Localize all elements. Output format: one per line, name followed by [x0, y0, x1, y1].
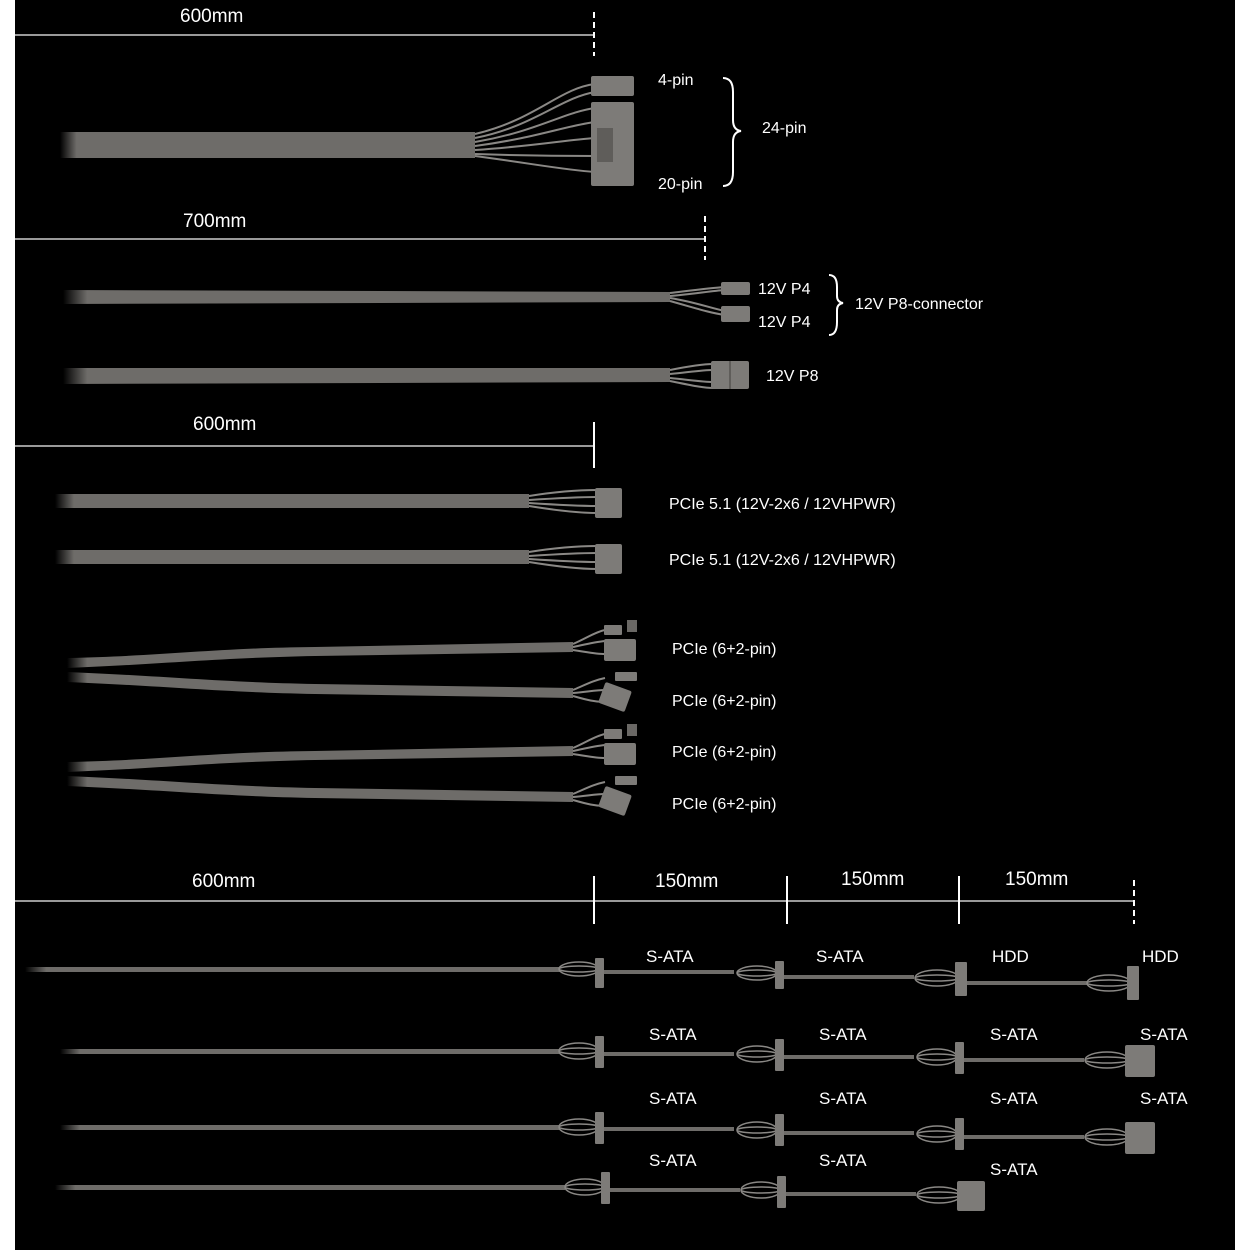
label-pcie51-2: PCIe 5.1 (12V-2x6 / 12VHPWR)	[669, 552, 896, 569]
sata-connector-r3-1	[595, 1112, 604, 1144]
pcie62-section: PCIe (6+2-pin) PCIe (6+2-pin) PCIe (6+2-…	[67, 620, 777, 816]
label-r4-1: S-ATA	[649, 1151, 697, 1170]
dimension-label-pcie: 600mm	[193, 414, 256, 435]
label-r1-2: S-ATA	[816, 947, 864, 966]
label-r4-3: S-ATA	[990, 1160, 1038, 1179]
cable-peripheral-row-1	[25, 958, 1139, 1000]
dimension-line-pcie: 600mm	[15, 414, 595, 468]
cable-eps-p8	[63, 361, 749, 389]
label-p8-connector: 12V P8-connector	[855, 296, 984, 313]
dimension-label-peripheral-seg2: 150mm	[841, 869, 904, 890]
label-pcie62-2: PCIe (6+2-pin)	[672, 693, 777, 710]
label-20pin: 20-pin	[658, 176, 702, 193]
sata-connector-r4-3	[957, 1181, 985, 1211]
dimension-label-atx: 600mm	[180, 6, 243, 27]
brace-24pin	[722, 77, 742, 187]
label-r2-4: S-ATA	[1140, 1025, 1188, 1044]
label-pcie62-4: PCIe (6+2-pin)	[672, 796, 777, 813]
pcie51-connector-2	[595, 544, 622, 574]
cable-peripheral-row-2	[60, 1036, 1155, 1077]
sata-connector-r3-3	[955, 1118, 964, 1150]
cable-atx	[60, 76, 634, 186]
pcie62-plug-2a	[615, 672, 637, 681]
dimension-line-eps: 700mm	[15, 211, 706, 260]
pcie62-connector-3	[604, 743, 636, 765]
label-p4-b: 12V P4	[758, 314, 811, 331]
cable-peripheral-row-3	[60, 1112, 1155, 1154]
atx-4pin-connector	[591, 76, 634, 96]
label-r2-2: S-ATA	[819, 1025, 867, 1044]
cable-eps-split	[63, 282, 750, 322]
pcie62-connector-4	[598, 786, 632, 816]
atx-section: 600mm 4-pin 20-pin 24-pin	[15, 6, 806, 193]
sata-connector-r4-2	[777, 1176, 786, 1208]
brace-p8	[828, 274, 844, 336]
cable-pcie62-pair-2	[67, 724, 637, 816]
label-r4-2: S-ATA	[819, 1151, 867, 1170]
sata-connector-r3-2	[775, 1114, 784, 1146]
label-r3-1: S-ATA	[649, 1089, 697, 1108]
label-pcie62-1: PCIe (6+2-pin)	[672, 641, 777, 658]
label-r2-1: S-ATA	[649, 1025, 697, 1044]
sata-connector-r1-2	[775, 961, 784, 989]
sata-connector-r2-4	[1125, 1045, 1155, 1077]
sata-connector-r2-2	[775, 1039, 784, 1071]
dimension-label-peripheral-seg1: 150mm	[655, 871, 718, 892]
label-r2-3: S-ATA	[990, 1025, 1038, 1044]
cable-pcie62-pair-1	[67, 620, 637, 712]
dimension-line-peripheral: 600mm 150mm 150mm 150mm	[15, 869, 1135, 924]
dimension-label-eps: 700mm	[183, 211, 246, 232]
pcie62-plug-3a	[604, 729, 622, 739]
label-r3-4: S-ATA	[1140, 1089, 1188, 1108]
label-24pin: 24-pin	[762, 120, 806, 137]
label-pcie62-3: PCIe (6+2-pin)	[672, 744, 777, 761]
pcie51-section: 600mm PCIe 5.1 (12V-2x6 / 12VHPWR) PCIe …	[15, 414, 896, 574]
dimension-line-atx: 600mm	[15, 6, 595, 56]
label-p4-a: 12V P4	[758, 281, 811, 298]
cable-diagram: 600mm 4-pin 20-pin 24-pin 700mm	[15, 0, 1235, 1250]
label-p8: 12V P8	[766, 368, 819, 385]
label-pcie51-1: PCIe 5.1 (12V-2x6 / 12VHPWR)	[669, 496, 896, 513]
sata-connector-r2-3	[955, 1042, 964, 1074]
sata-connector-r4-1	[601, 1172, 610, 1204]
dimension-label-peripheral-main: 600mm	[192, 871, 255, 892]
cable-diagram-svg: 600mm 4-pin 20-pin 24-pin 700mm	[15, 6, 1188, 1211]
eps-p4-connector-a	[721, 282, 750, 295]
molex-connector-r1-4	[1127, 966, 1139, 1000]
eps-p4-connector-b	[721, 306, 750, 322]
pcie62-plug-1a	[604, 625, 622, 635]
label-r1-4: HDD	[1142, 947, 1179, 966]
sata-connector-r3-4	[1125, 1122, 1155, 1154]
sata-connector-r2-1	[595, 1036, 604, 1068]
label-4pin: 4-pin	[658, 72, 694, 89]
pcie62-connector-1	[604, 639, 636, 661]
label-r1-3: HDD	[992, 947, 1029, 966]
peripheral-section: 600mm 150mm 150mm 150mm S-ATA S-ATA H	[15, 869, 1188, 1211]
label-r3-2: S-ATA	[819, 1089, 867, 1108]
label-r1-1: S-ATA	[646, 947, 694, 966]
eps-section: 700mm 12V P4 12V P4 12V P8-connector 12V…	[15, 211, 984, 389]
pcie62-connector-2	[598, 682, 632, 712]
cable-pcie51-1	[55, 488, 622, 518]
cable-pcie51-2	[55, 544, 622, 574]
pcie51-connector-1	[595, 488, 622, 518]
sata-connector-r1-1	[595, 958, 604, 988]
pcie62-plug-4a	[615, 776, 637, 785]
molex-connector-r1-3	[955, 962, 967, 996]
label-r3-3: S-ATA	[990, 1089, 1038, 1108]
cable-peripheral-row-4	[55, 1172, 985, 1211]
dimension-label-peripheral-seg3: 150mm	[1005, 869, 1068, 890]
